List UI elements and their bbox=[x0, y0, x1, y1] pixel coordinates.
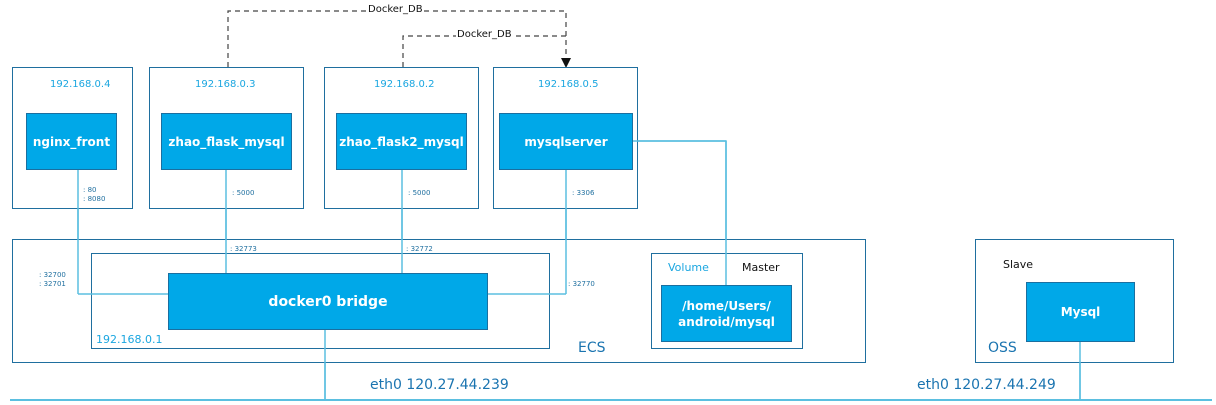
node-zhao-flask2-mysql: zhao_flask2_mysql bbox=[336, 113, 467, 170]
docker-db-link-outer bbox=[227, 10, 567, 67]
ecs-label: ECS bbox=[578, 340, 606, 356]
host-port-32700: : 32700 bbox=[39, 271, 66, 279]
host-port-32773: : 32773 bbox=[230, 245, 257, 253]
port-flask-5000: : 5000 bbox=[232, 189, 255, 197]
port-flask2-5000: : 5000 bbox=[408, 189, 431, 197]
port-nginx-80: : 80 bbox=[83, 186, 97, 194]
docker-db-label-inner: Docker_DB bbox=[456, 29, 513, 40]
volume-label: Volume bbox=[668, 261, 709, 274]
volume-path-line1: /home/Users/ bbox=[682, 298, 771, 313]
ecs-eth0-label: eth0 120.27.44.239 bbox=[370, 377, 509, 393]
port-mysqlserver-3306: : 3306 bbox=[572, 189, 595, 197]
docker-db-link-inner bbox=[402, 35, 566, 67]
oss-label: OSS bbox=[988, 340, 1017, 356]
container-ip-mysqlserver: 192.168.0.5 bbox=[538, 79, 599, 90]
node-zhao-flask-mysql: zhao_flask_mysql bbox=[161, 113, 292, 170]
bridge-ip: 192.168.0.1 bbox=[96, 333, 163, 346]
master-label: Master bbox=[742, 261, 780, 274]
port-nginx-8080: : 8080 bbox=[83, 195, 106, 203]
node-nginx-front: nginx_front bbox=[26, 113, 117, 170]
docker0-bridge: docker0 bridge bbox=[168, 273, 488, 330]
slave-label: Slave bbox=[1003, 258, 1034, 271]
container-ip-flask: 192.168.0.3 bbox=[195, 79, 256, 90]
host-port-32772: : 32772 bbox=[406, 245, 433, 253]
oss-eth0-label: eth0 120.27.44.249 bbox=[917, 377, 1056, 393]
volume-path-node: /home/Users/ android/mysql bbox=[661, 285, 792, 342]
container-ip-nginx: 192.168.0.4 bbox=[50, 79, 111, 90]
host-port-32701: : 32701 bbox=[39, 280, 66, 288]
docker-db-label-outer: Docker_DB bbox=[367, 4, 424, 15]
node-mysqlserver: mysqlserver bbox=[499, 113, 633, 170]
volume-path-line2: android/mysql bbox=[678, 314, 775, 329]
docker-db-arrowhead bbox=[561, 58, 571, 68]
node-mysql-slave: Mysql bbox=[1026, 282, 1135, 342]
host-port-32770: : 32770 bbox=[568, 280, 595, 288]
container-ip-flask2: 192.168.0.2 bbox=[374, 79, 435, 90]
